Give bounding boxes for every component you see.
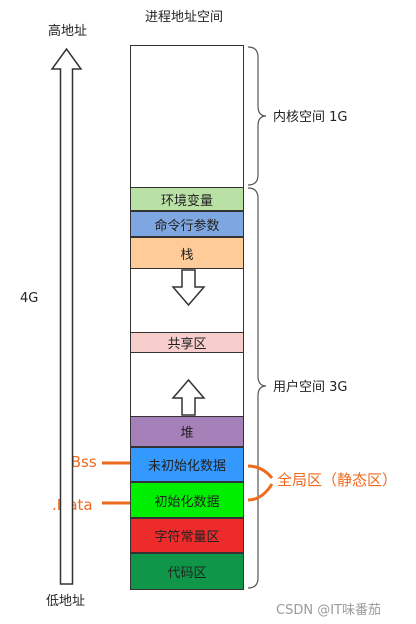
segment-data: 初始化数据 <box>130 482 244 518</box>
segment-label: 共享区 <box>167 337 207 352</box>
high-address-label: 高地址 <box>48 24 88 39</box>
segment-shared: 共享区 <box>130 332 244 353</box>
segment-label: 环境变量 <box>160 193 213 209</box>
segment-label: 堆 <box>180 426 194 441</box>
segment-stack: 栈 <box>130 237 244 269</box>
diagram-title: 进程地址空间 <box>145 10 224 25</box>
low-address-label: 低地址 <box>46 594 86 609</box>
segment-rodata: 字符常量区 <box>130 518 244 553</box>
global-connector-bss <box>247 464 274 479</box>
global-connector-data <box>247 483 274 502</box>
kernel-space-label: 内核空间 1G <box>273 110 348 125</box>
bss-label: .Bss <box>66 453 97 471</box>
segment-env-vars: 环境变量 <box>130 187 244 211</box>
user-space-label: 用户空间 3G <box>273 380 348 395</box>
kernel-space-brace <box>247 46 267 186</box>
user-space-brace <box>247 187 267 589</box>
segment-label: 栈 <box>180 247 194 263</box>
segment-label: 代码区 <box>167 566 207 581</box>
segment-heap: 堆 <box>130 416 244 447</box>
segment-text: 代码区 <box>130 553 244 590</box>
size-label: 4G <box>20 291 39 306</box>
global-area-label: 全局区（静态区） <box>277 471 398 489</box>
segment-cmd-args: 命令行参数 <box>130 211 244 237</box>
segment-label: 命令行参数 <box>154 218 220 234</box>
watermark: CSDN @IT味番茄 <box>276 603 381 618</box>
segment-label: 未初始化数据 <box>147 459 226 474</box>
segment-bss: 未初始化数据 <box>130 447 244 482</box>
segment-label: 字符常量区 <box>154 530 220 545</box>
heap-grow-up-arrow <box>171 378 206 416</box>
stack-grow-down-arrow <box>171 269 206 307</box>
segment-label: 初始化数据 <box>154 494 220 510</box>
address-up-arrow <box>50 47 83 585</box>
